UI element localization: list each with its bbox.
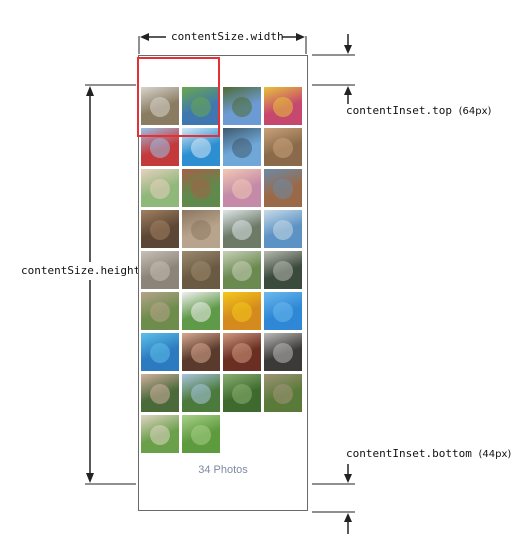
photo-thumbnail[interactable]: [182, 169, 220, 207]
width-arrowhead-left: [140, 33, 149, 41]
photo-subject: [191, 138, 211, 158]
photo-subject: [191, 384, 211, 404]
photo-thumbnail[interactable]: [223, 87, 261, 125]
photo-subject: [191, 97, 211, 117]
photo-subject: [273, 384, 293, 404]
photo-subject: [232, 179, 252, 199]
photo-subject: [273, 261, 293, 281]
photo-thumbnail[interactable]: [141, 87, 179, 125]
photo-thumbnail[interactable]: [141, 415, 179, 453]
photo-thumbnail[interactable]: [264, 128, 302, 166]
photo-thumbnail[interactable]: [182, 251, 220, 289]
inset-top-arrowhead-lower: [344, 86, 352, 95]
photo-thumbnail[interactable]: [264, 210, 302, 248]
content-inset-bottom-value: (44px): [478, 449, 512, 460]
height-arrowhead-top: [86, 86, 94, 96]
photo-thumbnail[interactable]: [182, 210, 220, 248]
photo-subject: [150, 425, 170, 445]
photo-thumbnail[interactable]: [182, 374, 220, 412]
photo-thumbnail[interactable]: [223, 210, 261, 248]
photo-subject: [150, 261, 170, 281]
photo-thumbnail[interactable]: [141, 128, 179, 166]
photo-subject: [232, 261, 252, 281]
photo-thumbnail[interactable]: [264, 87, 302, 125]
photo-subject: [150, 179, 170, 199]
photo-subject: [150, 97, 170, 117]
photo-subject: [150, 220, 170, 240]
photo-thumbnail[interactable]: [264, 169, 302, 207]
inset-bottom-arrowhead-upper: [344, 474, 352, 483]
photo-thumbnail[interactable]: [264, 292, 302, 330]
photo-thumbnail[interactable]: [264, 374, 302, 412]
content-size-width-label: contentSize.width: [171, 30, 284, 43]
photo-subject: [232, 302, 252, 322]
photo-subject: [273, 97, 293, 117]
content-inset-bottom-name: contentInset.bottom: [346, 447, 472, 460]
photo-thumbnail[interactable]: [141, 169, 179, 207]
photo-subject: [191, 302, 211, 322]
photo-thumbnail[interactable]: [182, 292, 220, 330]
photo-thumbnail[interactable]: [264, 333, 302, 371]
photo-subject: [191, 179, 211, 199]
photo-thumbnail[interactable]: [223, 333, 261, 371]
photo-subject: [191, 343, 211, 363]
visible-area-highlight: [137, 57, 220, 137]
photo-subject: [191, 261, 211, 281]
photo-subject: [191, 425, 211, 445]
photo-thumbnail[interactable]: [223, 292, 261, 330]
photo-subject: [273, 343, 293, 363]
photo-thumbnail[interactable]: [182, 415, 220, 453]
content-inset-top-value: (64px): [458, 106, 492, 117]
content-inset-top-label: contentInset.top (64px): [346, 104, 491, 117]
photo-thumbnail[interactable]: [182, 87, 220, 125]
content-inset-top-name: contentInset.top: [346, 104, 452, 117]
photo-subject: [232, 384, 252, 404]
photo-subject: [232, 343, 252, 363]
photo-subject: [273, 179, 293, 199]
photo-subject: [150, 384, 170, 404]
content-inset-bottom-label: contentInset.bottom (44px): [346, 447, 511, 460]
photo-subject: [150, 302, 170, 322]
photo-thumbnail[interactable]: [141, 251, 179, 289]
photo-subject: [273, 138, 293, 158]
inset-top-arrowhead-upper: [344, 45, 352, 54]
photo-subject: [232, 97, 252, 117]
photo-subject: [232, 220, 252, 240]
width-arrowhead-right: [296, 33, 305, 41]
photo-thumbnail[interactable]: [182, 128, 220, 166]
photo-thumbnail[interactable]: [141, 333, 179, 371]
photo-thumbnail[interactable]: [223, 169, 261, 207]
photo-thumbnail[interactable]: [141, 210, 179, 248]
photo-thumbnail[interactable]: [223, 251, 261, 289]
photo-thumbnail[interactable]: [223, 374, 261, 412]
photo-subject: [273, 302, 293, 322]
photo-thumbnail[interactable]: [141, 292, 179, 330]
photo-thumbnail[interactable]: [182, 333, 220, 371]
content-size-height-label: contentSize.height: [21, 264, 141, 277]
photo-subject: [232, 138, 252, 158]
height-arrowhead-bottom: [86, 473, 94, 483]
photo-subject: [150, 138, 170, 158]
photo-thumbnail[interactable]: [264, 251, 302, 289]
photo-subject: [273, 220, 293, 240]
photo-subject: [191, 220, 211, 240]
photo-subject: [150, 343, 170, 363]
photo-count-label: 34 Photos: [198, 464, 248, 476]
photo-thumbnail[interactable]: [141, 374, 179, 412]
photo-thumbnail[interactable]: [223, 128, 261, 166]
inset-bottom-arrowhead-lower: [344, 513, 352, 522]
